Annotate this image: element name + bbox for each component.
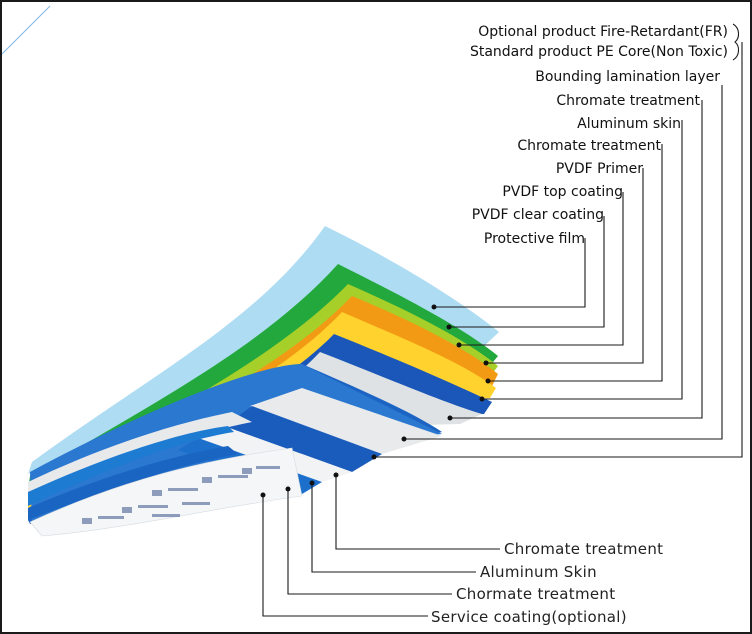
label-aluminum-skin-bottom: Aluminum Skin	[480, 563, 597, 581]
leader-chromate-a	[335, 475, 500, 550]
leader-aluminum-skin-bottom	[311, 483, 476, 573]
backing-print-marks	[82, 466, 280, 524]
label-bonding: Bounding lamination layer	[535, 69, 720, 85]
panel-left-blue-stripe	[28, 426, 234, 506]
leader-dots-top	[371, 304, 491, 460]
panel-front-blue-1	[224, 406, 382, 472]
leader-chromate-2	[488, 144, 663, 382]
corner-decoration	[2, 5, 51, 55]
label-chromate-a: Chromate treatment	[504, 540, 663, 558]
panel-front-grey	[250, 388, 442, 454]
label-chromate-2: Chromate treatment	[517, 138, 661, 154]
label-service-coating: Service coating(optional)	[431, 608, 627, 626]
label-chromate-b: Chormate treatment	[456, 585, 615, 603]
brace-fr-pe	[732, 23, 740, 61]
leader-bonding	[404, 85, 723, 440]
label-pvdf-primer: PVDF Primer	[556, 161, 643, 177]
leader-aluminum-skin	[482, 120, 683, 400]
leader-protective-film	[434, 238, 586, 308]
leader-pvdf-primer	[486, 168, 644, 364]
leader-chromate-b	[287, 489, 452, 595]
label-aluminum-skin: Aluminum skin	[577, 116, 681, 132]
label-pvdf-clear: PVDF clear coating	[472, 207, 604, 223]
panel-printed-backing	[29, 447, 303, 537]
leader-chromate-1	[450, 100, 703, 419]
label-fr-option: Optional product Fire-Retardant(FR)	[478, 24, 728, 40]
leader-pvdf-top	[459, 192, 624, 346]
label-pvdf-top: PVDF top coating	[502, 184, 623, 200]
leader-pe-core	[374, 42, 743, 458]
panel-left-blue-stripe-2	[28, 446, 238, 520]
label-protective-film: Protective film	[484, 231, 585, 247]
leader-dots-bottom	[260, 472, 339, 498]
leader-service-coating	[262, 495, 428, 617]
leader-lines-bottom	[262, 475, 500, 617]
leader-lines-top	[374, 23, 743, 458]
leader-pvdf-clear	[449, 216, 605, 328]
label-chromate-1: Chromate treatment	[556, 93, 700, 109]
label-pe-core: Standard product PE Core(Non Toxic)	[470, 44, 728, 60]
